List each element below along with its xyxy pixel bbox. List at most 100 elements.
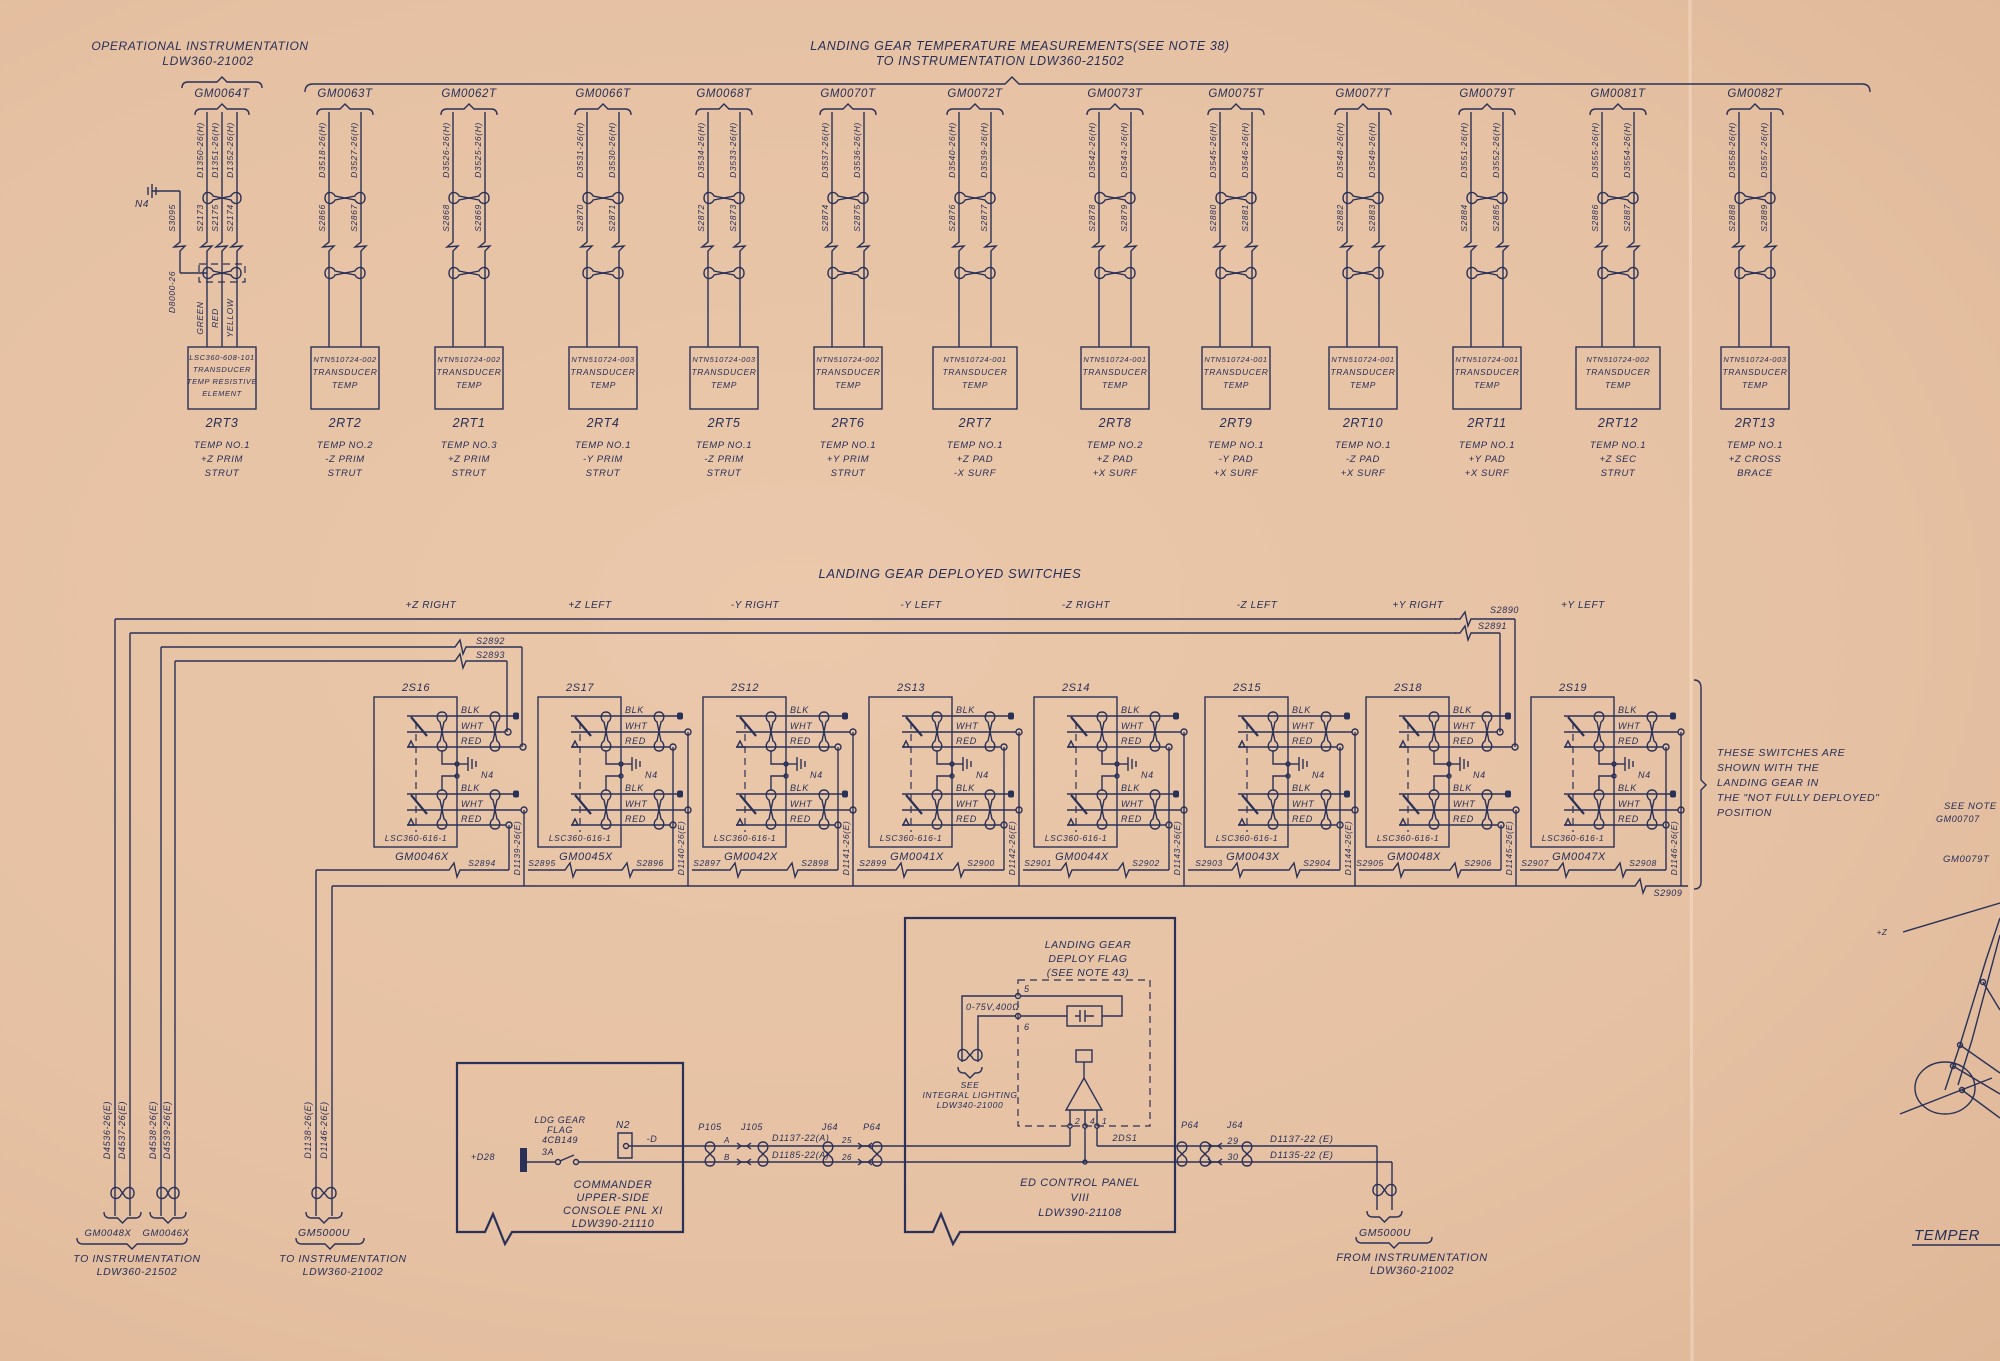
wire-label: D3555-26(H) <box>1590 122 1600 178</box>
splice-label: S2894 <box>468 858 496 868</box>
splice-label: S2904 <box>1303 858 1331 868</box>
switch-position-label: -Y LEFT <box>900 600 942 611</box>
switch-arm-icon <box>1070 716 1088 737</box>
twisted-pair-symbol <box>448 191 490 205</box>
twisted-pair-symbol <box>448 266 490 280</box>
channel-label: GM0075T <box>1208 88 1264 100</box>
temp-label: TEMP <box>332 380 358 390</box>
twisted-wire-symbol <box>1096 789 1108 830</box>
wire-break <box>982 238 998 256</box>
pin-label: 2 <box>1074 1116 1080 1126</box>
connector-label: J105 <box>740 1122 763 1132</box>
switch-contact-icon <box>735 817 745 826</box>
switch-arm-icon <box>410 794 428 815</box>
wire-color-label: RED <box>1121 814 1142 824</box>
twisted-wire-symbol <box>765 789 777 830</box>
wire-color-label: GREEN <box>195 301 205 334</box>
channel-label: GM0081T <box>1590 88 1646 100</box>
wire-color-label: BLK <box>1618 705 1637 715</box>
wire-label: D3518-26(H) <box>317 122 327 178</box>
brace <box>440 103 498 116</box>
switch-position-label: +Z LEFT <box>568 600 612 611</box>
wire-label: D4537-26(E) <box>117 1101 127 1159</box>
sensor-ref: 2RT12 <box>1597 416 1638 430</box>
panel-label: COMMANDER <box>574 1179 653 1191</box>
wire-break <box>855 238 871 256</box>
switch-contact-icon <box>1563 739 1573 748</box>
twisted-pair-symbol <box>1734 266 1776 280</box>
switch-note: LANDING GEAR IN <box>1717 777 1819 789</box>
axis-label: +Z <box>1877 928 1888 937</box>
wire-break <box>1090 238 1106 256</box>
sensor-location: TEMP NO.2 <box>1087 440 1143 451</box>
brace <box>1366 1210 1403 1223</box>
part-label: TRANSDUCER <box>193 365 251 374</box>
sensor-column: GM0073TD3542-26(H)S2878D3543-26(H)S2879N… <box>1080 88 1150 479</box>
plug-terminal-icon <box>1670 790 1676 798</box>
channel-label: GM0070T <box>820 88 876 100</box>
sensor-ref: 2RT10 <box>1342 416 1383 430</box>
wire-break <box>1462 238 1478 256</box>
ground-icon <box>467 757 477 771</box>
temperature-section-title: LANDING GEAR TEMPERATURE MEASUREMENTS(SE… <box>810 39 1229 53</box>
wire <box>936 751 953 790</box>
ground-label: N4 <box>1141 770 1154 780</box>
twisted-wire-symbol <box>600 789 612 830</box>
rating-label: 0-75V,400Ω <box>966 1002 1020 1012</box>
sensor-column: GM0079TD3551-26(H)S2884D3552-26(H)S2885N… <box>1452 88 1522 479</box>
twisted-pair-symbol <box>1215 266 1257 280</box>
pin-label: 30 <box>1227 1152 1238 1162</box>
part-label: NTN510724-003 <box>571 355 634 364</box>
wire-break <box>731 238 747 256</box>
splice-label: S2175 <box>210 204 220 232</box>
part-label: NTN510724-002 <box>1586 355 1649 364</box>
switch-2s19: +Y LEFT2S19BLKWHTREDBLKWHTREDN4LSC360-61… <box>1520 600 1685 886</box>
twisted-wire-symbol <box>984 789 996 830</box>
terminal <box>1496 728 1504 736</box>
twisted-wire-symbol <box>757 1141 769 1167</box>
sensor-ref: 2RT1 <box>452 416 486 430</box>
splice-label: S2897 <box>693 858 721 868</box>
twisted-wire-symbol <box>1593 789 1605 830</box>
sensor-column: GM0070TD3537-26(H)S2874D3536-26(H)S2875N… <box>813 88 883 479</box>
splice-label: S2875 <box>852 204 862 232</box>
switch-ref: 2S19 <box>1558 682 1587 694</box>
switch-contact-icon <box>1398 817 1408 826</box>
wire-color-label: RED <box>1292 814 1313 824</box>
twisted-pair-symbol <box>1094 266 1136 280</box>
switch-position-label: -Z RIGHT <box>1062 600 1110 611</box>
sensor-location: TEMP NO.1 <box>947 440 1003 451</box>
sensor-location: TEMP NO.1 <box>1459 440 1515 451</box>
destination-ref: LDW360-21502 <box>97 1266 178 1278</box>
twisted-wire-symbol <box>818 789 830 830</box>
twisted-wire-symbol <box>1481 711 1493 752</box>
wire-color-label: BLK <box>790 783 809 793</box>
sensor-location: STRUT <box>586 468 621 479</box>
splice-label: S2901 <box>1024 858 1052 868</box>
destination-label: FROM INSTRUMENTATION <box>1336 1252 1488 1264</box>
wire-label: D3542-26(H) <box>1087 122 1097 178</box>
ground-label: N4 <box>1638 770 1651 780</box>
twisted-pair-symbol <box>1372 1183 1397 1197</box>
part-label: NTN510724-003 <box>692 355 755 364</box>
pin-label: 1 <box>1102 1116 1107 1126</box>
wire-label: D1137-22(A) <box>772 1133 829 1143</box>
wire-break <box>171 238 187 256</box>
breaker-label: LDG GEAR <box>534 1115 585 1125</box>
wire-color-label: BLK <box>956 783 975 793</box>
twisted-wire-symbol <box>818 711 830 752</box>
switch-contact-icon <box>406 817 416 826</box>
wire-label: D3549-26(H) <box>1367 122 1377 178</box>
ground-label: N4 <box>135 199 149 210</box>
splice-label: S2879 <box>1119 204 1129 232</box>
transducer-box <box>1720 346 1790 410</box>
sensor-column: GM0066TD3531-26(H)S2870D3530-26(H)S2871N… <box>568 88 638 479</box>
wire-color-label: RED <box>1618 814 1639 824</box>
sensor-location: TEMP NO.1 <box>575 440 631 451</box>
twisted-pair-symbol <box>1342 266 1384 280</box>
twisted-wire-symbol <box>1646 789 1658 830</box>
twisted-wire-symbol <box>653 789 665 830</box>
wire-label: D1144-26(E) <box>1343 821 1353 876</box>
brace <box>304 76 1871 93</box>
